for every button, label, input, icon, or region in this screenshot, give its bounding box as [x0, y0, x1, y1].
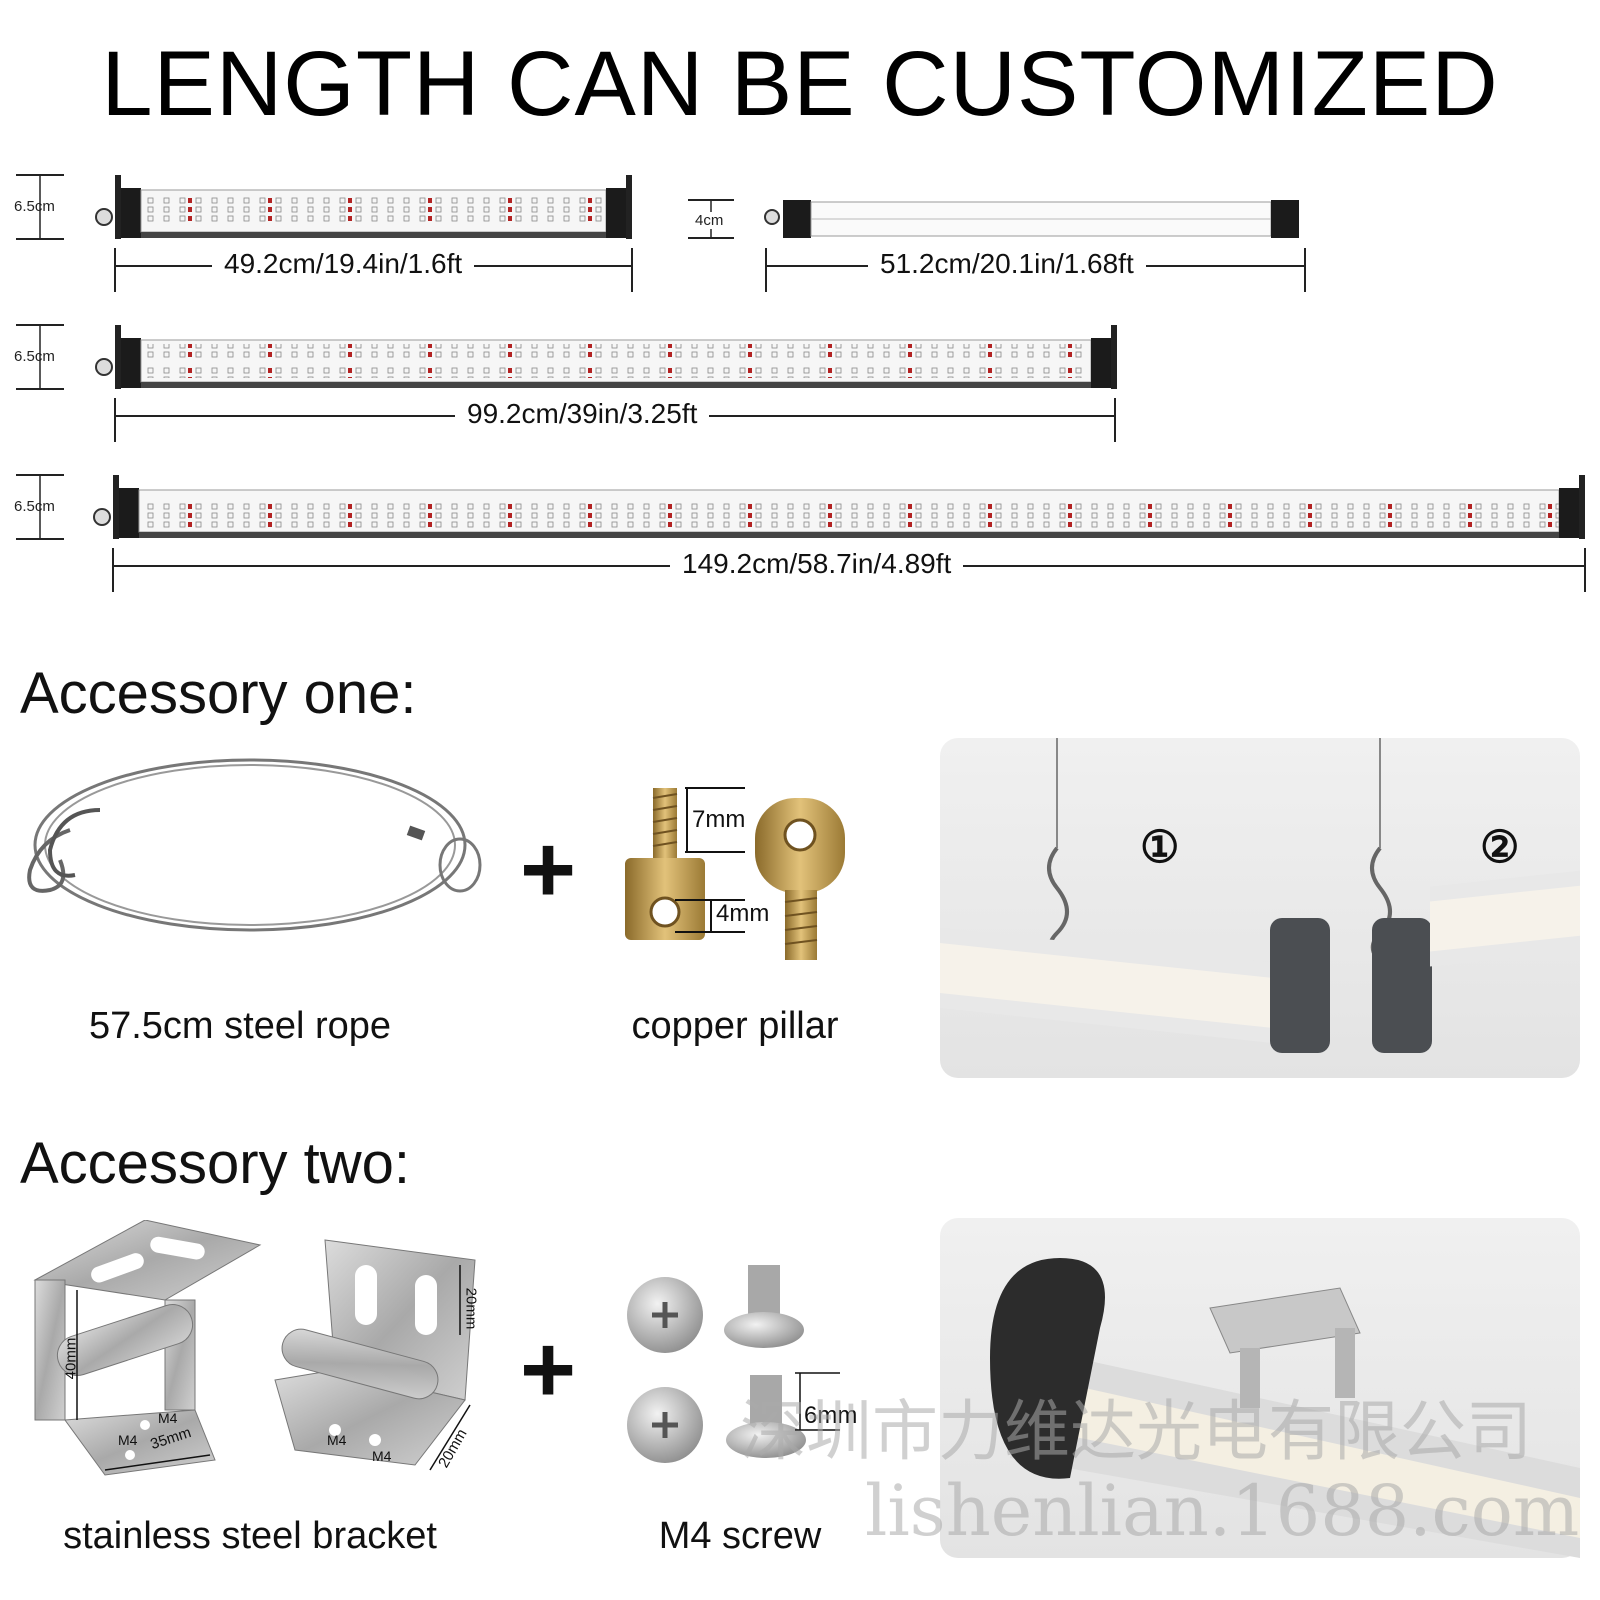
bar1-length-label: 49.2cm/19.4in/1.6ft [212, 248, 475, 280]
bar4-height-label: 6.5cm [14, 498, 55, 515]
screw-caption: M4 screw [658, 1515, 822, 1557]
hole-label-m4-2: M4 [118, 1432, 138, 1448]
watermark-company: 深圳市力维达光电有限公司 [740, 1393, 1532, 1470]
step-one-marker: ① [1140, 823, 1180, 872]
pillar-dim-4mm: 4mm [716, 900, 770, 927]
hanging-installation-image [940, 738, 1580, 1053]
bar2-height-label: 4cm [695, 212, 724, 229]
bar3-height-label: 6.5cm [14, 348, 55, 365]
bar-49cm [16, 174, 633, 292]
plus-sign-1: + [520, 816, 577, 923]
hole-label-m4-3: M4 [327, 1432, 347, 1448]
bar-51cm [688, 199, 1306, 292]
copper-pillar-image [625, 787, 845, 960]
hole-label-m4-4: M4 [372, 1448, 392, 1464]
m4-screws-image [627, 1265, 840, 1463]
bar-99cm [16, 324, 1117, 442]
bar3-length-label: 99.2cm/39in/3.25ft [455, 398, 710, 430]
step-two-marker: ② [1480, 823, 1520, 872]
bracket-caption: stainless steel bracket [63, 1515, 437, 1557]
bracket-dim-40mm: 40mm [62, 1337, 80, 1380]
plus-sign-2: + [520, 1316, 577, 1423]
bracket-installation-image [990, 1258, 1580, 1558]
watermark-site: lishenlian.1688.com [865, 1470, 1580, 1552]
screw-dim-6mm: 6mm [804, 1402, 858, 1429]
page-title: LENGTH CAN BE CUSTOMIZED [101, 33, 1499, 135]
bar4-length-label: 149.2cm/58.7in/4.89ft [670, 548, 964, 580]
pillar-dim-7mm: 7mm [692, 806, 746, 833]
steel-rope-image [27, 758, 482, 932]
bar-149cm [16, 474, 1586, 592]
accessory-two-heading: Accessory two: [20, 1131, 410, 1196]
hole-label-m4-1: M4 [158, 1410, 178, 1426]
copper-pillar-caption: copper pillar [631, 1005, 839, 1047]
steel-rope-caption: 57.5cm steel rope [88, 1005, 392, 1047]
bar1-height-label: 6.5cm [14, 198, 55, 215]
accessory-one-heading: Accessory one: [20, 661, 417, 726]
bracket-dim-20mm-slot: 20mm [462, 1287, 480, 1330]
bar2-length-label: 51.2cm/20.1in/1.68ft [868, 248, 1146, 280]
steel-bracket-image [33, 1220, 476, 1476]
bar-diagrams [16, 174, 1586, 592]
